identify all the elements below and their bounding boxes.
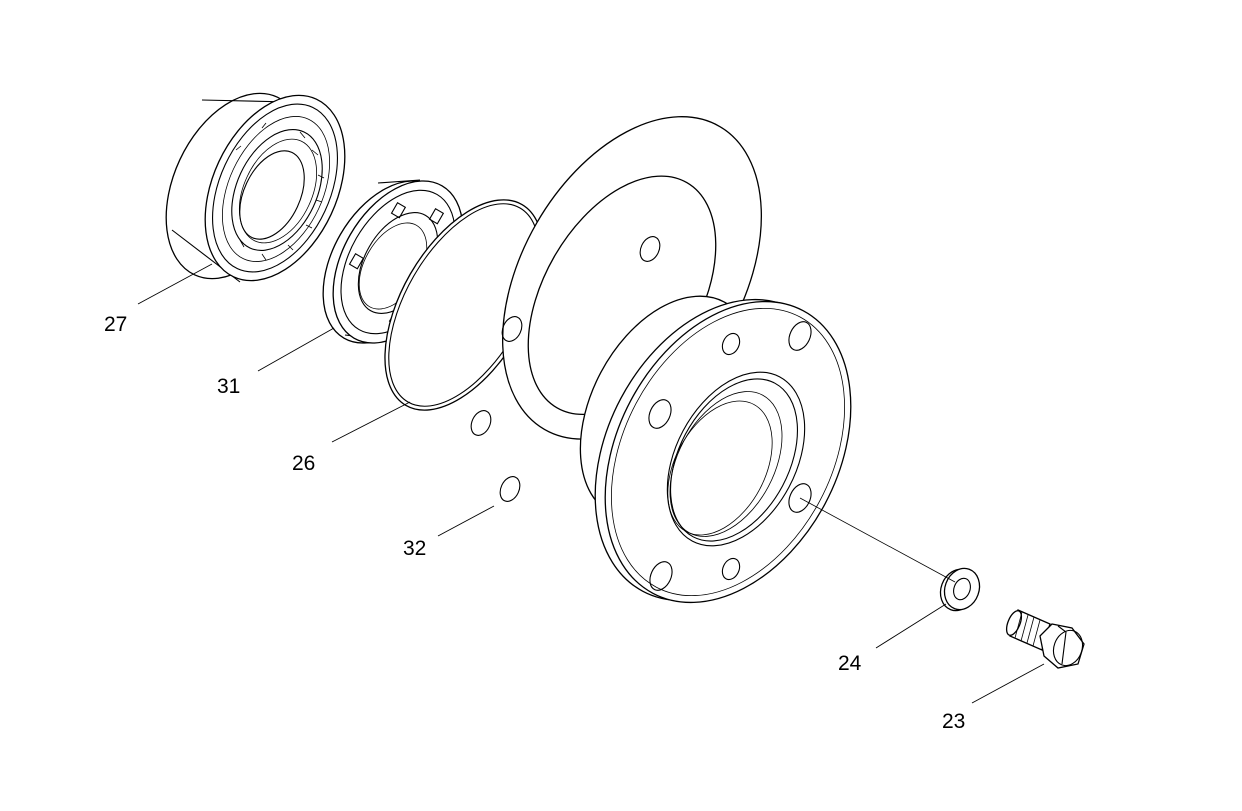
leader-24 xyxy=(875,603,947,649)
flange-housing-part xyxy=(579,295,852,604)
bearing-part xyxy=(165,92,346,283)
leader-26 xyxy=(331,401,411,443)
callout-24: 24 xyxy=(838,652,862,675)
leader-27 xyxy=(137,263,213,305)
assembly-axis-line xyxy=(799,497,956,583)
callout-31: 31 xyxy=(217,375,240,398)
leader-31 xyxy=(257,327,335,372)
callout-32: 32 xyxy=(403,537,426,560)
callout-labels: 27 31 26 32 24 23 xyxy=(104,313,965,733)
callout-26: 26 xyxy=(292,452,315,475)
leader-lines xyxy=(137,263,1045,704)
callout-27: 27 xyxy=(104,313,127,336)
leader-23 xyxy=(971,663,1045,704)
bolt-part xyxy=(1005,609,1085,669)
leader-32 xyxy=(437,505,495,537)
callout-23: 23 xyxy=(942,710,965,733)
washer-part xyxy=(939,567,981,612)
